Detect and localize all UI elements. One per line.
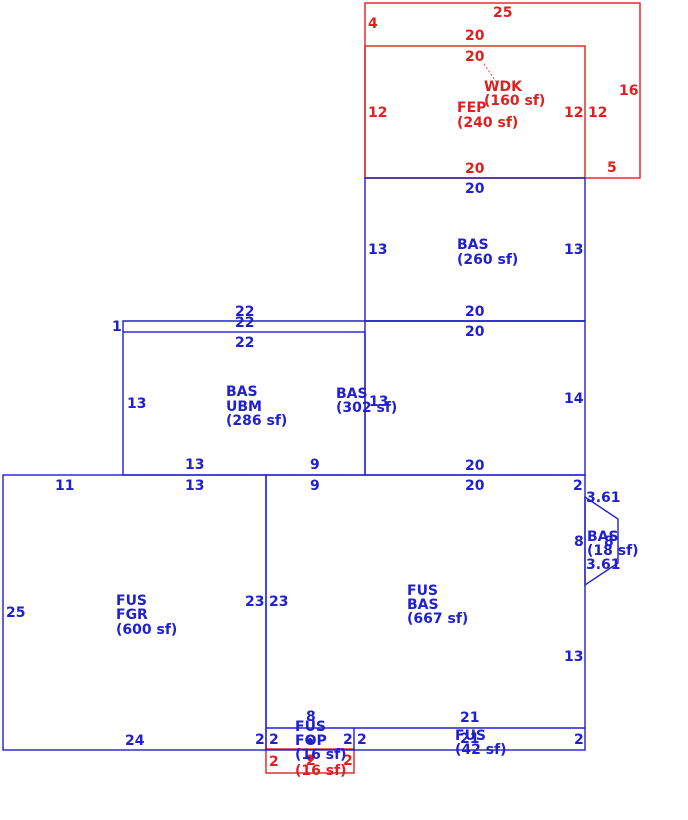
bas-mid-dim-right: 14 [564, 391, 584, 407]
ubm-dim-bottom: 13 [185, 457, 204, 473]
ubm-dim-top: 22 [235, 335, 254, 351]
upper-strip-outline [122, 320, 585, 332]
fgr-dim-left: 25 [6, 605, 25, 621]
wdk-area: (160 sf) [484, 93, 545, 109]
ubm-code2: UBM [226, 399, 262, 415]
fus-bas-dim-top-right: 2 [573, 478, 583, 494]
ubm-area: (286 sf) [226, 413, 287, 429]
bas-top-area: (260 sf) [457, 252, 518, 268]
fop-area: (16 sf) [295, 747, 347, 763]
bas-mid-dim-bottom: 20 [465, 458, 485, 474]
fgr-dim-bottom: 24 [125, 733, 145, 749]
bay-outline [584, 495, 619, 587]
fop-dim-red-bottom: 2 [306, 753, 316, 769]
fgr-dim-bottom-right: 2 [255, 732, 265, 748]
fep-dim-right: 12 [564, 105, 583, 121]
fus-small-dim-right: 2 [574, 732, 584, 748]
fep-code: FEP [457, 100, 486, 116]
strip-dim-inner: 22 [235, 315, 254, 331]
fep-dim-bottom: 20 [465, 161, 485, 177]
bas-top-dim-top: 20 [465, 181, 485, 197]
bas-mid-code: BAS [336, 386, 368, 402]
bas-mid-outline [364, 320, 586, 476]
fgr-code: FUS [116, 593, 147, 609]
wdk-dim-right: 16 [619, 83, 638, 99]
bay-dim-top: 3.61 [586, 490, 621, 506]
wdk-code: WDK [484, 79, 523, 95]
fep-dim-top: 20 [465, 49, 485, 65]
fus-small-dim-top: 21 [460, 710, 479, 726]
ubm-dim-bottom-outer: 13 [185, 478, 204, 494]
strip-dim-top: 22 [235, 304, 254, 320]
fop-code2: FOP [295, 733, 327, 749]
bay-code: BAS [587, 529, 619, 545]
fop-dim-right: 2 [343, 732, 353, 748]
fgr-dim-top: 11 [55, 478, 74, 494]
bas-mid-dim-top: 20 [465, 324, 485, 340]
fop-dim-red-left: 2 [269, 754, 279, 770]
bay-dim-left: 8 [574, 534, 584, 550]
wdk-dim-top: 25 [493, 5, 512, 21]
fus-small-code: FUS [455, 728, 486, 744]
bas-mid-dim-shared: 13 [369, 394, 388, 410]
fop-outline [265, 748, 355, 774]
wdk-dim-inner: 12 [588, 105, 607, 121]
fop-marker [307, 738, 313, 744]
strip-dim-left: 1 [112, 319, 122, 335]
fus-small-area: (42 sf) [455, 742, 507, 758]
fus-bas-outline [265, 474, 586, 751]
fop-dim-left: 2 [269, 732, 279, 748]
fop-area-red: (16 sf) [295, 763, 347, 779]
bay-dim-inner: 8 [604, 534, 614, 550]
fgr-code2: FGR [116, 607, 148, 623]
bas-top-dim-bottom: 20 [465, 304, 485, 320]
wdk-dim-bottom: 5 [607, 160, 617, 176]
fgr-dim-right: 23 [245, 594, 264, 610]
fep-area: (240 sf) [457, 115, 518, 131]
wdk-dim-left: 4 [368, 16, 378, 32]
fop-marker-red [307, 755, 313, 761]
bay-dim-bottom: 3.61 [586, 557, 621, 573]
ubm-code: BAS [226, 384, 258, 400]
fop-dim-red-right: 2 [343, 753, 353, 769]
fus-small-dim-inner: 21 [460, 731, 479, 747]
bas-top-dim-right: 13 [564, 242, 583, 258]
fus-bas-code2: BAS [407, 597, 439, 613]
fus-bas-dim-left: 23 [269, 594, 288, 610]
ubm-dim-bottom-right-outer: 9 [310, 478, 320, 494]
bas-mid-area: (302 sf) [336, 400, 397, 416]
fep-dim-outer-top: 20 [465, 28, 485, 44]
fus-bas-area: (667 sf) [407, 611, 468, 627]
ubm-dim-left: 13 [127, 396, 146, 412]
bay-area: (18 sf) [587, 543, 639, 559]
fus-small-dim-left: 2 [357, 732, 367, 748]
fop-code: FUS [295, 719, 326, 735]
fop-dim-top: 8 [306, 709, 316, 725]
fgr-area: (600 sf) [116, 622, 177, 638]
bas-top-dim-left: 13 [368, 242, 387, 258]
fus-bas-code: FUS [407, 583, 438, 599]
fus-bas-dim-top: 20 [465, 478, 485, 494]
fep-dim-left: 12 [368, 105, 387, 121]
ubm-dim-bottom-right: 9 [310, 457, 320, 473]
fus-bas-dim-right: 13 [564, 649, 583, 665]
bas-top-code: BAS [457, 237, 489, 253]
